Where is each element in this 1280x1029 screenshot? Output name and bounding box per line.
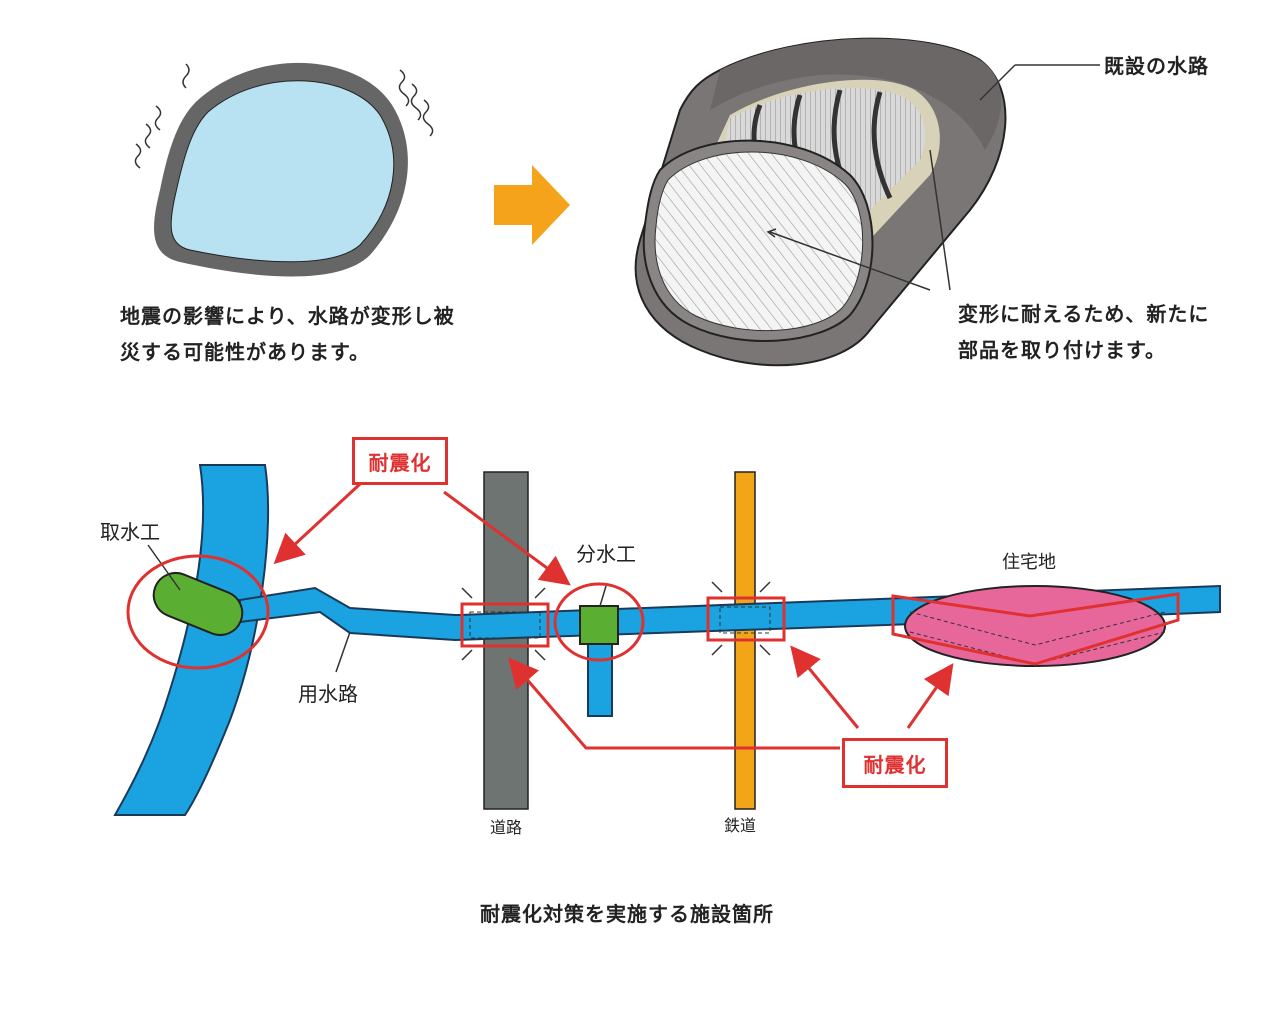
residential-area bbox=[904, 585, 1166, 667]
seismic-highlights bbox=[126, 554, 1180, 670]
seismic-label-top: 耐震化 bbox=[352, 437, 448, 485]
diversion-structure bbox=[579, 605, 619, 645]
transition-arrow bbox=[494, 165, 570, 245]
railway-label: 鉄道 bbox=[724, 816, 757, 835]
road-strip bbox=[483, 471, 529, 810]
crossing-ticks bbox=[461, 581, 771, 661]
deformation-caption-line2: 災する可能性があります。 bbox=[120, 340, 370, 364]
road-label: 道路 bbox=[490, 818, 523, 837]
diversion-label: 分水工 bbox=[576, 542, 636, 566]
deformed-channel-section bbox=[134, 62, 434, 277]
existing-channel-label: 既設の水路 bbox=[1104, 54, 1209, 78]
intake-structure bbox=[152, 572, 244, 636]
residential-label: 住宅地 bbox=[1002, 552, 1056, 573]
reinforcement-caption-line2: 部品を取り付けます。 bbox=[958, 338, 1166, 362]
deformation-caption-line1: 地震の影響により、水路が変形し被 bbox=[120, 304, 455, 328]
reinforcement-caption-line1: 変形に耐えるため、新たに bbox=[958, 302, 1210, 326]
canal-label: 用水路 bbox=[298, 682, 358, 706]
intake-label: 取水工 bbox=[100, 520, 160, 544]
reinforced-channel bbox=[634, 37, 1100, 367]
shake-lines-left bbox=[134, 63, 190, 169]
figure-title: 耐震化対策を実施する施設箇所 bbox=[480, 902, 774, 926]
shake-lines-right bbox=[398, 69, 434, 137]
seismic-label-bottom: 耐震化 bbox=[842, 738, 948, 788]
